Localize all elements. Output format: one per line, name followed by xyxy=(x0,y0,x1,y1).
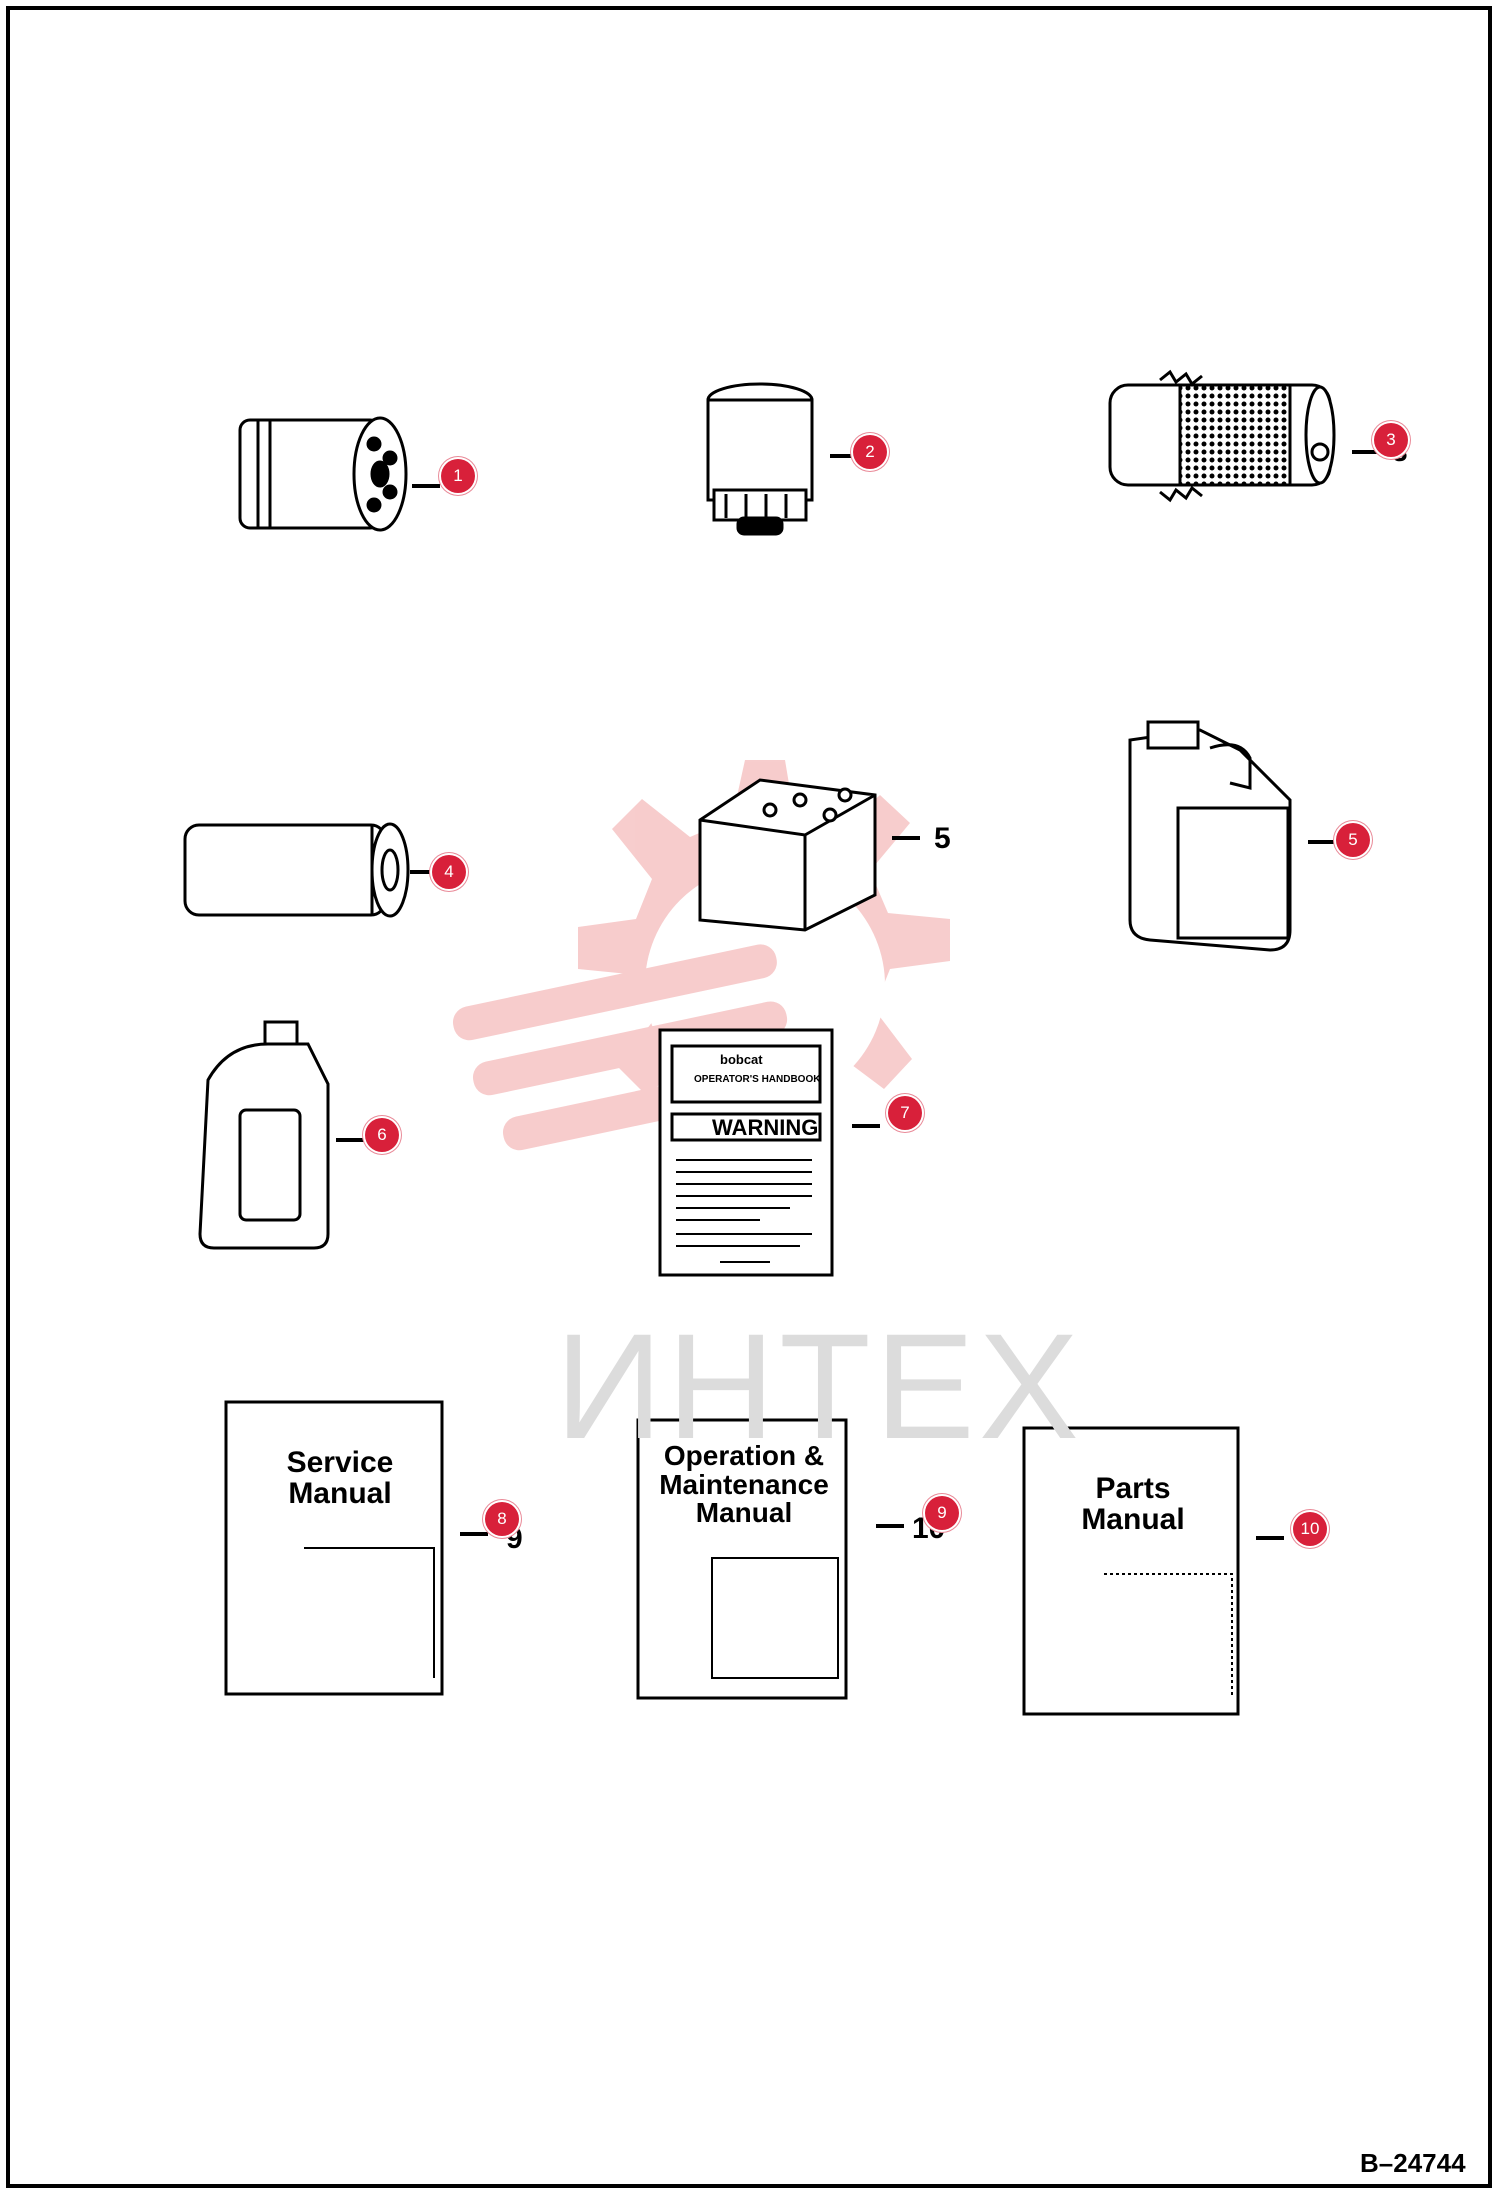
operation-manual-title: Operation & Maintenance Manual xyxy=(659,1440,829,1529)
fuel-filter-drawing xyxy=(706,382,858,536)
callout-10[interactable]: 10 xyxy=(1293,1512,1327,1546)
callout-8[interactable]: 8 xyxy=(485,1502,519,1536)
oil-bottle-drawing xyxy=(198,1020,364,1250)
hydraulic-filter-drawing xyxy=(183,822,440,918)
callout-9[interactable]: 9 xyxy=(925,1496,959,1530)
callout-5[interactable]: 5 xyxy=(1336,823,1370,857)
watermark-text: ИНТЕХ xyxy=(555,1302,1083,1470)
callout-2[interactable]: 2 xyxy=(853,435,887,469)
parts-manual-title: Parts Manual xyxy=(1081,1472,1185,1536)
oil-filter-drawing xyxy=(238,416,440,532)
coolant-jug-drawing xyxy=(1128,720,1336,952)
callout-3[interactable]: 3 xyxy=(1374,423,1408,457)
operation-manual-drawing xyxy=(636,1418,904,1700)
operator-handbook-drawing xyxy=(658,1028,880,1277)
battery-drawing xyxy=(698,778,920,932)
callout-6[interactable]: 6 xyxy=(365,1118,399,1152)
service-manual-drawing xyxy=(224,1400,488,1696)
ref-number-battery: 5 xyxy=(934,822,951,855)
handbook-brand: bobcat xyxy=(720,1052,763,1067)
diagram-id: B–24744 xyxy=(1360,2148,1466,2178)
callout-4[interactable]: 4 xyxy=(432,855,466,889)
callout-1[interactable]: 1 xyxy=(441,459,475,493)
handbook-title: OPERATOR'S HANDBOOK xyxy=(694,1074,821,1085)
callout-7[interactable]: 7 xyxy=(888,1096,922,1130)
handbook-warning: WARNING xyxy=(712,1115,819,1140)
air-filter-drawing xyxy=(1108,369,1378,503)
diagram-frame xyxy=(6,6,1492,2188)
service-manual-title: Service Manual xyxy=(286,1446,394,1510)
parts-manual-drawing xyxy=(1022,1426,1284,1716)
